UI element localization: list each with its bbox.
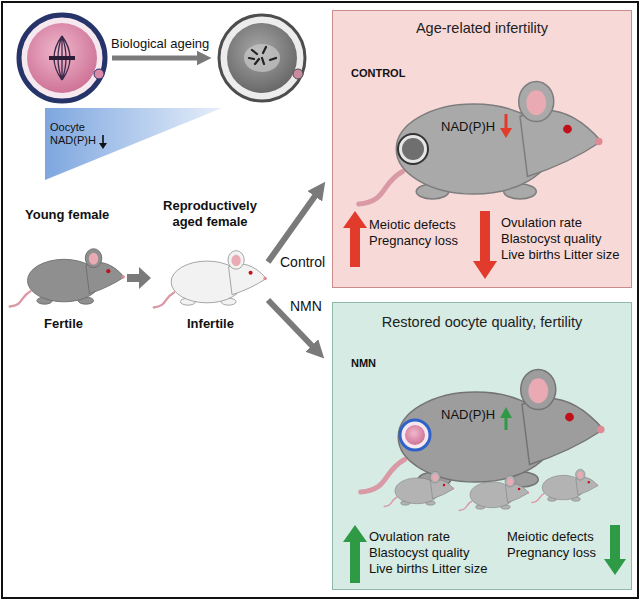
nmn-illustration	[604, 525, 626, 575]
status-label: Infertile	[187, 316, 234, 332]
arrow-label: NMN	[290, 298, 322, 315]
ageing-arrow	[127, 267, 151, 289]
outcome-list: Ovulation rate Blastocyst quality Live b…	[369, 529, 493, 577]
nmn-illustration	[384, 471, 454, 506]
process-label: Biological ageing	[111, 36, 209, 52]
mouse-figure	[154, 251, 267, 308]
outcome-list: Meiotic defects Pregnancy loss	[369, 217, 464, 249]
group-tag: CONTROL	[351, 67, 405, 80]
outcome-list: Ovulation rate Blastocyst quality Live b…	[501, 215, 625, 263]
treatment-arrow	[268, 189, 320, 262]
mouse-figure	[10, 249, 125, 307]
arrow-label: Control	[280, 254, 325, 271]
gradient-triangle	[102, 135, 104, 144]
young-oocyte	[27, 23, 97, 93]
nmn-illustration	[405, 425, 425, 445]
young-oocyte	[49, 56, 75, 60]
control-illustration	[505, 114, 508, 130]
gradient-triangle: Oocyte NAD(P)H	[45, 108, 222, 180]
nmn-illustration	[400, 420, 430, 450]
shape-text: Oocyte NAD(P)H	[50, 121, 112, 147]
outcome-panel: Restored oocyte quality, fertilityNMN NAD…	[332, 302, 632, 590]
nmn-illustration	[343, 525, 367, 583]
aged-oocyte	[227, 23, 297, 93]
control-illustration	[500, 128, 512, 138]
young-oocyte	[19, 15, 105, 101]
young-oocyte	[94, 69, 104, 79]
molecule-label: NAD(P)H	[439, 407, 497, 423]
nmn-illustration	[505, 416, 508, 430]
control-illustration	[402, 138, 424, 160]
aged-oocyte	[244, 44, 280, 72]
nmn-illustration	[361, 370, 605, 493]
ageing-arrow	[112, 56, 204, 61]
gradient-triangle	[99, 143, 107, 149]
molecule-label: NAD(P)H	[439, 119, 497, 135]
outcome-panel: Age-related infertilityCONTROL NAD(P)H Mei…	[332, 10, 632, 288]
aged-oocyte	[219, 15, 305, 101]
aged-oocyte	[249, 47, 276, 64]
status-label: Fertile	[44, 316, 83, 332]
group-label: Young female	[25, 207, 109, 223]
aged-oocyte	[219, 15, 305, 101]
nmn-illustration	[500, 407, 512, 418]
outcome-list: Meiotic defects Pregnancy loss	[507, 529, 599, 561]
nmn-illustration	[459, 475, 529, 510]
mouse-figure	[10, 249, 267, 308]
control-illustration	[343, 211, 367, 267]
young-oocyte	[19, 15, 105, 101]
panel-title: Restored oocyte quality, fertility	[333, 313, 631, 332]
nmn-illustration	[532, 469, 598, 502]
control-illustration	[473, 211, 497, 279]
control-illustration	[398, 134, 428, 164]
panel-title: Age-related infertility	[333, 19, 631, 38]
group-tag: NMN	[351, 357, 376, 370]
gradient-triangle	[45, 108, 222, 180]
control-illustration	[359, 82, 603, 205]
aged-oocyte	[293, 69, 303, 79]
group-label: Reproductively aged female	[154, 198, 266, 230]
